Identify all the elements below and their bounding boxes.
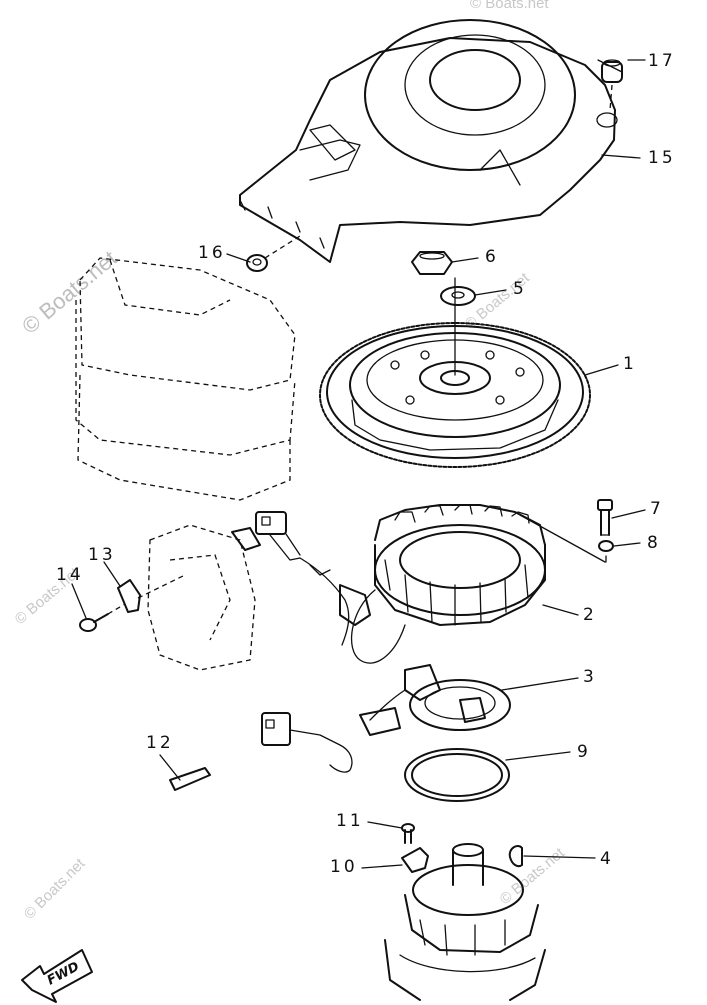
bracket-part-10 xyxy=(401,847,429,873)
flywheel-nut-part-6 xyxy=(411,251,453,275)
screw-part-14 xyxy=(79,603,126,632)
watermark-text-faint: © Boats.net xyxy=(21,855,89,923)
callout-3: 3 xyxy=(583,667,597,687)
callout-13: 13 xyxy=(88,545,116,565)
pulser-coil-part-3 xyxy=(369,664,511,731)
callout-labels: 17 15 16 6 5 1 7 8 2 3 9 11 10 4 12 13 1… xyxy=(56,51,676,877)
callout-17: 17 xyxy=(648,51,676,71)
callout-7: 7 xyxy=(650,499,664,519)
callout-14: 14 xyxy=(56,565,84,585)
callout-1: 1 xyxy=(623,354,637,374)
fwd-label: FWD xyxy=(45,959,82,988)
callout-9: 9 xyxy=(577,742,591,762)
callout-15: 15 xyxy=(648,148,676,168)
callout-11: 11 xyxy=(336,811,364,831)
connector-harness-upper xyxy=(231,511,371,646)
callout-5: 5 xyxy=(513,279,527,299)
watermark-text-faint: © Boats.net xyxy=(497,844,569,908)
bracket-part-13 xyxy=(117,574,186,613)
watermark-text: © Boats.net xyxy=(17,246,121,339)
engine-outline-reference xyxy=(75,257,296,671)
callout-leaders xyxy=(71,59,646,869)
crankshaft-housing xyxy=(384,843,546,1001)
callout-8: 8 xyxy=(647,533,661,553)
fwd-direction-arrow: FWD xyxy=(21,949,93,1003)
stator-part-2 xyxy=(350,504,606,664)
flywheel-part-1 xyxy=(319,277,591,468)
nut-part-16 xyxy=(246,235,301,272)
callout-6: 6 xyxy=(485,247,499,267)
washer-part-8 xyxy=(598,540,614,563)
callout-10: 10 xyxy=(330,857,358,877)
callout-2: 2 xyxy=(583,605,597,625)
flywheel-cover-part-15 xyxy=(239,19,618,263)
callout-12: 12 xyxy=(146,733,174,753)
connector-harness-lower xyxy=(261,707,401,773)
bolt-part-7 xyxy=(597,499,613,536)
woodruff-key-part-4 xyxy=(508,845,523,868)
screw-part-11 xyxy=(401,823,415,844)
callout-16: 16 xyxy=(198,243,226,263)
clamp-part-12 xyxy=(169,767,211,791)
watermark-text-faint: © Boats.net xyxy=(470,0,549,12)
washer-part-5 xyxy=(440,286,476,306)
snap-ring-part-9 xyxy=(404,748,510,802)
callout-4: 4 xyxy=(600,849,614,869)
